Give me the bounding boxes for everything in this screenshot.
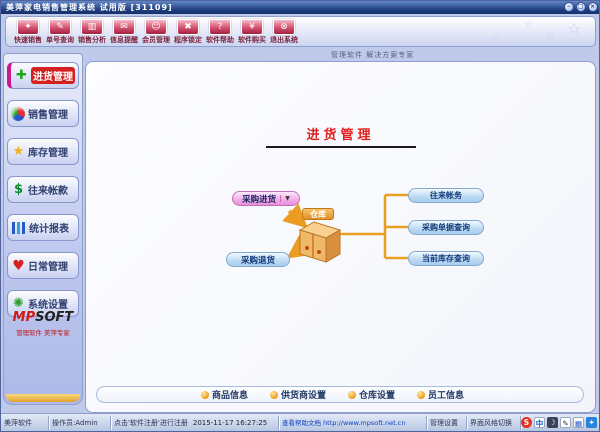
toolbar: 快速销售 单号查询 销售分析 信息提醒 会员管理 程序锁定 bbox=[5, 16, 596, 47]
sales-analysis-icon bbox=[81, 19, 103, 35]
statusbar-register-hint: 点击'软件注册'进行注册 2015-11-17 16:27:25 bbox=[111, 415, 279, 430]
toolbar-button-message-remind[interactable]: 信息提醒 bbox=[108, 18, 140, 45]
help-icon bbox=[209, 19, 231, 35]
purchase-in-button[interactable]: 采购进货 ▼ bbox=[232, 191, 300, 206]
current-stock-query-label: 当前库存查询 bbox=[422, 254, 470, 263]
accounts-query-button[interactable]: 往来帐务 bbox=[408, 188, 484, 203]
gear-icon: ✺ bbox=[13, 296, 24, 311]
statusbar-skin-link[interactable]: 界面风格切换 bbox=[467, 415, 521, 430]
orange-ball-icon bbox=[270, 390, 279, 399]
toolbar-button-lock[interactable]: 程序锁定 bbox=[172, 18, 204, 45]
logo-brand-soft: SOFT bbox=[35, 310, 74, 325]
member-icon bbox=[145, 19, 167, 35]
statusbar-brand: 美萍软件 bbox=[1, 415, 49, 430]
sidebar-item-sales-management[interactable]: 销售管理 bbox=[7, 100, 79, 127]
purchase-doc-query-label: 采购单据查询 bbox=[422, 223, 470, 232]
window-controls bbox=[564, 2, 598, 12]
page-title: 进货管理 bbox=[306, 128, 375, 143]
sogou-icon[interactable]: S bbox=[521, 417, 532, 428]
statusbar-operator: 操作员:Admin bbox=[49, 415, 111, 430]
toolbar-button-sales-analysis[interactable]: 销售分析 bbox=[76, 18, 108, 45]
statusbar-datetime: 2015-11-17 16:27:25 bbox=[192, 418, 268, 427]
halfwidth-moon-icon[interactable]: ☽ bbox=[547, 417, 558, 428]
purchase-return-label: 采购退货 bbox=[240, 255, 275, 266]
maximize-button[interactable] bbox=[576, 2, 586, 12]
toolbar-button-help[interactable]: 软件帮助 bbox=[204, 18, 236, 45]
status-bar: 美萍软件 操作员:Admin 点击'软件注册'进行注册 2015-11-17 16… bbox=[1, 413, 599, 431]
toolbar-button-order-query[interactable]: 单号查询 bbox=[44, 18, 76, 45]
dollar-icon: $ bbox=[13, 182, 24, 197]
sidebar-item-purchase-management[interactable]: ✚ 进货管理 bbox=[7, 62, 79, 89]
input-method-tray: S 中 ☽ ✎ ▦ ✦ bbox=[521, 417, 599, 428]
purchase-doc-query-button[interactable]: 采购单据查询 bbox=[408, 220, 484, 235]
window-title: 美萍家电销售管理系统 试用版 [31109] bbox=[6, 3, 173, 12]
employee-info-link[interactable]: 员工信息 bbox=[417, 388, 464, 401]
exit-icon bbox=[273, 19, 295, 35]
logo-brand-mp: MP bbox=[12, 310, 36, 325]
quick-sale-icon bbox=[17, 19, 39, 35]
toolbar-button-quick-sale[interactable]: 快速销售 bbox=[12, 18, 44, 45]
statusbar-settings-link[interactable]: 管理设置 bbox=[427, 415, 467, 430]
ball-icon bbox=[11, 106, 25, 121]
toolbar-button-exit[interactable]: 退出系统 bbox=[268, 18, 300, 45]
employee-info-label: 员工信息 bbox=[428, 391, 465, 401]
plus-cross-icon: ✚ bbox=[16, 68, 27, 83]
warehouse-settings-link[interactable]: 仓库设置 bbox=[348, 388, 395, 401]
heart-icon: ♥ bbox=[12, 257, 25, 274]
orange-ball-icon bbox=[348, 390, 357, 399]
pen-icon[interactable]: ✎ bbox=[560, 417, 571, 428]
toolbar-button-buy[interactable]: 软件购买 bbox=[236, 18, 268, 45]
minimize-button[interactable] bbox=[564, 2, 574, 12]
statusbar-help-link[interactable]: 查看帮助文档 http://www.mpsoft.net.cn bbox=[279, 415, 427, 430]
register-hint-text: 点击'软件注册'进行注册 bbox=[114, 418, 188, 427]
orange-ball-icon bbox=[417, 390, 426, 399]
chinese-mode-icon[interactable]: 中 bbox=[534, 417, 545, 428]
flow-diagram bbox=[282, 193, 408, 263]
toolbar-button-member[interactable]: 会员管理 bbox=[140, 18, 172, 45]
keyboard-icon[interactable]: ▦ bbox=[573, 417, 584, 428]
current-stock-query-button[interactable]: 当前库存查询 bbox=[408, 251, 484, 266]
order-query-icon bbox=[49, 19, 71, 35]
message-remind-icon bbox=[113, 19, 135, 35]
star-icon: ★ bbox=[12, 144, 25, 159]
slogan-text: 管理软件 解决方案专家 bbox=[331, 51, 415, 59]
buy-icon bbox=[241, 19, 263, 35]
star-decoration-icon: ☆ bbox=[566, 19, 581, 38]
star-decoration-icon: ☆ bbox=[524, 20, 533, 30]
tools-icon[interactable]: ✦ bbox=[586, 417, 597, 428]
lock-icon bbox=[177, 19, 199, 35]
product-info-label: 商品信息 bbox=[212, 391, 249, 401]
title-underline bbox=[265, 146, 416, 148]
orange-ball-icon bbox=[201, 390, 209, 399]
supplier-settings-link[interactable]: 供货商设置 bbox=[270, 388, 326, 401]
sidebar-item-inventory-management[interactable]: ★ 库存管理 bbox=[7, 138, 79, 165]
star-decoration-icon: ☆ bbox=[492, 32, 500, 41]
supplier-settings-label: 供货商设置 bbox=[281, 391, 327, 401]
sidebar-item-daily-management[interactable]: ♥ 日常管理 bbox=[7, 252, 79, 279]
product-info-link[interactable]: 商品信息 bbox=[201, 388, 248, 401]
accounts-query-label: 往来帐务 bbox=[430, 191, 462, 200]
mpsoft-logo: MPSOFT 管理软件 美萍专家 bbox=[4, 310, 82, 338]
logo-tagline: 管理软件 美萍专家 bbox=[16, 329, 70, 337]
footer-links-bar: 商品信息 供货商设置 仓库设置 员工信息 bbox=[96, 386, 584, 403]
close-button[interactable] bbox=[588, 2, 598, 12]
bar-chart-icon bbox=[12, 221, 25, 234]
purchase-in-label: 采购进货 bbox=[242, 194, 277, 205]
sidebar-item-system-settings[interactable]: ✺ 系统设置 bbox=[7, 290, 79, 317]
warehouse-settings-label: 仓库设置 bbox=[359, 391, 396, 401]
chevron-down-icon[interactable]: ▼ bbox=[280, 195, 290, 202]
title-bar: 美萍家电销售管理系统 试用版 [31109] bbox=[1, 1, 599, 14]
purchase-return-button[interactable]: 采购退货 bbox=[226, 252, 290, 267]
sidebar: ✚ 进货管理 销售管理 ★ 库存管理 $ 往来帐款 统计报表 ♥ 日常管理 ✺ … bbox=[3, 53, 83, 405]
sidebar-item-accounts[interactable]: $ 往来帐款 bbox=[7, 176, 79, 203]
sidebar-item-reports[interactable]: 统计报表 bbox=[7, 214, 79, 241]
warehouse-label: 仓库 bbox=[302, 208, 334, 220]
star-decoration-icon: ☆ bbox=[545, 29, 555, 42]
main-panel: 进货管理 仓库 采购进货 bbox=[85, 61, 596, 413]
